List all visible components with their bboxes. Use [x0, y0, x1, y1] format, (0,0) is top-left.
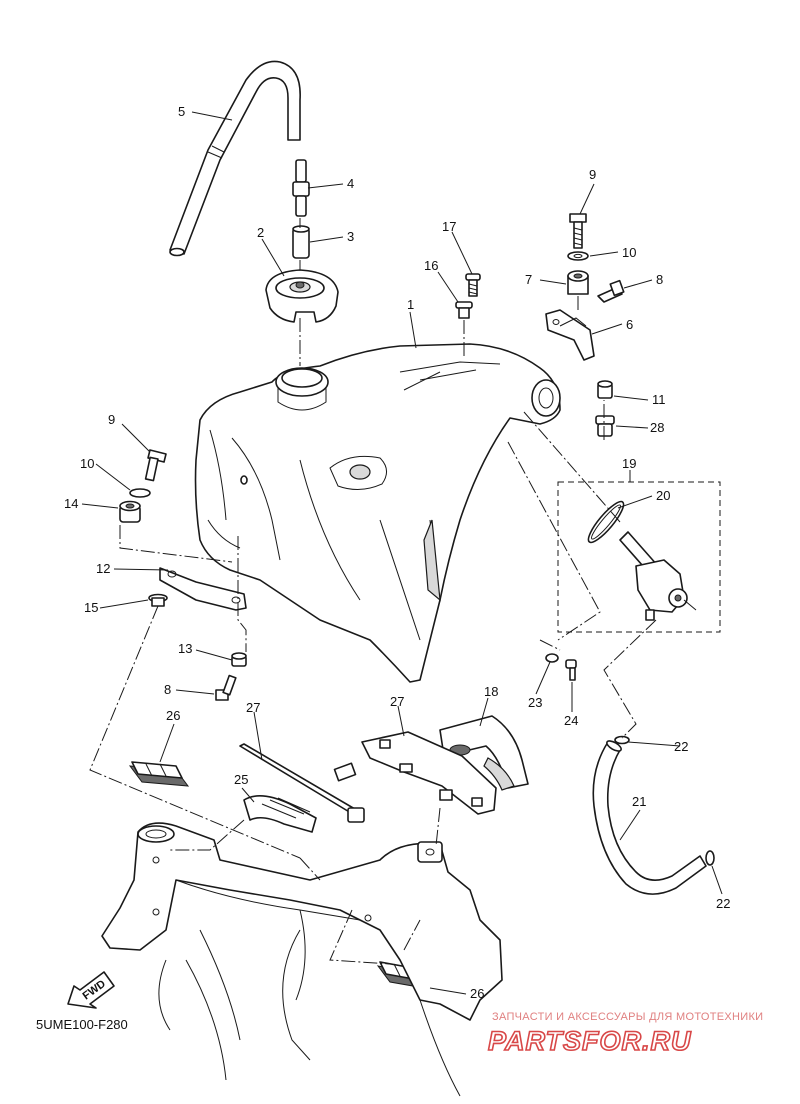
callout-26-upper: 26: [166, 708, 180, 723]
callout-24: 24: [564, 713, 578, 728]
collar-16[interactable]: [455, 301, 473, 319]
frame: [101, 822, 503, 1097]
callout-10-upper: 10: [622, 245, 636, 260]
fuel-cock-assembly-box: [557, 481, 721, 633]
screw-24[interactable]: [565, 659, 577, 681]
collar-15[interactable]: [148, 593, 168, 607]
leader-lines: [81, 111, 723, 995]
protector-18[interactable]: [439, 715, 529, 791]
callout-25: 25: [234, 772, 248, 787]
clip-22-upper[interactable]: [614, 735, 630, 745]
callout-3: 3: [347, 229, 354, 244]
bolt-8-left[interactable]: [215, 674, 237, 701]
band-27[interactable]: [239, 743, 365, 823]
breather-fitting[interactable]: [292, 159, 310, 217]
bracket-27-upper[interactable]: [361, 731, 497, 815]
bolt-9-left[interactable]: [144, 449, 167, 482]
watermark-brand: PARTSFOR.RU: [488, 1026, 692, 1056]
callout-27-band: 27: [246, 700, 260, 715]
callout-12: 12: [96, 561, 110, 576]
callout-26-lower: 26: [470, 986, 484, 1001]
callout-13: 13: [178, 641, 192, 656]
callout-22-upper: 22: [674, 739, 688, 754]
callout-9-upper: 9: [589, 167, 596, 182]
callout-7: 7: [525, 272, 532, 287]
fuel-cap[interactable]: [265, 269, 339, 323]
damper-7[interactable]: [567, 270, 589, 295]
bracket-12[interactable]: [159, 567, 247, 611]
callout-8-upper: 8: [656, 272, 663, 287]
callout-1: 1: [407, 297, 414, 312]
clip-22-lower[interactable]: [705, 850, 715, 866]
o-ring-20[interactable]: [584, 498, 628, 547]
callout-18: 18: [484, 684, 498, 699]
grommet-28[interactable]: [595, 415, 615, 437]
damper-14[interactable]: [119, 500, 141, 523]
callout-16: 16: [424, 258, 438, 273]
callout-6: 6: [626, 317, 633, 332]
callout-28: 28: [650, 420, 664, 435]
clip-25[interactable]: [243, 795, 317, 833]
callout-5: 5: [178, 104, 185, 119]
bolt-9-upper[interactable]: [569, 213, 587, 249]
callout-2: 2: [257, 225, 264, 240]
callout-8-left: 8: [164, 682, 171, 697]
callout-22-lower: 22: [716, 896, 730, 911]
bolt-8-upper[interactable]: [597, 279, 625, 303]
callout-4: 4: [347, 176, 354, 191]
watermark: ЗАПЧАСТИ И АКСЕССУАРЫ ДЛЯ МОТОТЕХНИКИ PA…: [487, 1011, 763, 1057]
watermark-tagline: ЗАПЧАСТИ И АКСЕССУАРЫ ДЛЯ МОТОТЕХНИКИ: [492, 1011, 763, 1023]
assembly-lines: [89, 218, 657, 965]
callout-10-left: 10: [80, 456, 94, 471]
collar-13[interactable]: [231, 652, 247, 667]
callout-14: 14: [64, 496, 78, 511]
washer-10-left[interactable]: [129, 488, 151, 498]
callout-17: 17: [442, 219, 456, 234]
fwd-arrow-icon: FWD: [67, 971, 115, 1009]
fuel-hose-21[interactable]: [592, 739, 707, 895]
pad-26-upper[interactable]: [128, 761, 190, 787]
fuel-cock[interactable]: [619, 531, 697, 621]
callout-9-left: 9: [108, 412, 115, 427]
breather-tube[interactable]: [292, 225, 310, 259]
callout-27-upper: 27: [390, 694, 404, 709]
bracket-6[interactable]: [545, 309, 595, 361]
callout-15: 15: [84, 600, 98, 615]
fuel-tank[interactable]: [194, 343, 561, 683]
callout-20: 20: [656, 488, 670, 503]
bolt-17[interactable]: [465, 273, 481, 297]
washer-10-upper[interactable]: [567, 251, 589, 261]
breather-hose[interactable]: [169, 60, 301, 257]
callout-23: 23: [528, 695, 542, 710]
diagram-code: 5UME100-F280: [36, 1017, 128, 1032]
callout-11: 11: [652, 392, 666, 407]
callouts: 5 4 3 2 1 17 16 9 10 7 8 6 11 28 9 10 14…: [64, 104, 730, 1001]
collar-11[interactable]: [597, 380, 613, 399]
washer-23[interactable]: [545, 653, 559, 663]
callout-21: 21: [632, 794, 646, 809]
callout-19: 19: [622, 456, 636, 471]
